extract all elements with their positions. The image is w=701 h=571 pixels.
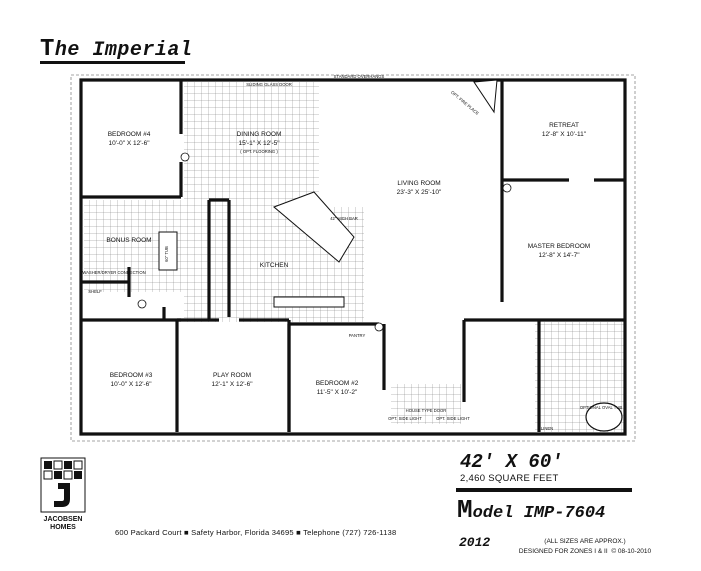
company-address: 600 Packard Court ■ Safety Harbor, Flori… [115, 528, 397, 537]
bedroom2-label: BEDROOM #2 [316, 380, 359, 387]
house-door-label: HOUSE TYPE DOOR [406, 408, 447, 413]
bedroom2-size: 11'-5" X 10'-2" [317, 389, 358, 396]
logo-text: JACOBSEN HOMES [36, 516, 90, 532]
bedroom3-label: BEDROOM #3 [110, 372, 153, 379]
living-size: 23'-3" X 25'-10" [397, 189, 442, 196]
home-dimensions: 42' X 60' [460, 451, 563, 473]
vent-fixture [374, 322, 384, 332]
washer-dryer-label: WASHER/DRYER CONNECTION [82, 270, 145, 275]
fireplace-label: OPT. FIRE PLACE [450, 90, 480, 116]
model-initial: M [457, 495, 473, 525]
play-size: 12'-1" X 12'-6" [211, 381, 253, 388]
floor-plan: STANDARD OVERHANGS SLIDING GLASS DOOR BE… [70, 74, 636, 442]
kitchen-label: KITCHEN [260, 262, 289, 269]
play-label: PLAY ROOM [213, 372, 251, 379]
overhang-outline [70, 74, 636, 442]
shelf-label: SHELF [88, 289, 102, 294]
living-label: LIVING ROOM [397, 180, 440, 187]
kitchen-island [273, 191, 355, 263]
bedroom3-size: 10'-0" X 12'-6" [110, 381, 152, 388]
standard-overhangs-label: STANDARD OVERHANGS [334, 74, 385, 79]
plan-title: The Imperial [40, 36, 192, 63]
linen-label: LINEN [541, 426, 553, 431]
master-label: MASTER BEDROOM [528, 243, 590, 250]
sliding-door-label: SLIDING GLASS DOOR [246, 82, 292, 87]
oval-tub-label: OPTIONAL OVAL TUB [580, 405, 623, 410]
bedroom4-label: BEDROOM #4 [108, 131, 151, 138]
vent-fixture [180, 152, 190, 162]
dining-note: ( OPT. FLOORING ) [240, 149, 278, 154]
retreat-size: 12'-8" X 10'-11" [542, 131, 587, 138]
jacobsen-logo-icon [40, 457, 86, 513]
model-year: 2012 [459, 535, 491, 550]
vent-fixture [502, 183, 512, 193]
zones-text: DESIGNED FOR ZONES I & II [518, 548, 608, 555]
bar-label: 42" HIGH BAR [330, 216, 358, 221]
logo-line1: JACOBSEN [43, 516, 83, 523]
bonus-label: BONUS ROOM [106, 237, 151, 244]
kitchen-counter [273, 296, 345, 308]
dining-size: 15'-1" X 12'-5" [238, 140, 280, 147]
title-underline [40, 61, 185, 64]
copyright-date: © 08-10-2010 [611, 548, 652, 555]
side-light-left: OPT. SIDE LIGHT [388, 416, 422, 421]
title-initial: T [40, 36, 55, 63]
bathtub [158, 231, 178, 271]
vent-fixture [137, 299, 147, 309]
title-rest: he Imperial [54, 39, 193, 62]
pantry-label: PANTRY [349, 333, 366, 338]
sizes-approx: (ALL SIZES ARE APPROX.) [544, 538, 626, 545]
tub-label: 60" TUB [164, 246, 169, 262]
side-light-right: OPT. SIDE LIGHT [436, 416, 470, 421]
retreat-label: RETREAT [549, 122, 579, 129]
model-rest: odel IMP-7604 [472, 504, 606, 523]
bedroom4-size: 10'-0" X 12'-6" [108, 140, 150, 147]
square-feet: 2,460 SQUARE FEET [460, 473, 559, 484]
model-rule [456, 488, 632, 492]
dining-label: DINING ROOM [237, 131, 282, 138]
zones-note: DESIGNED FOR ZONES I & II © 08-10-2010 [515, 547, 655, 557]
fireplace [473, 79, 498, 114]
model-number: Model IMP-7604 [457, 495, 605, 525]
logo-line2: HOMES [50, 524, 76, 531]
master-size: 12'-8" X 14'-7" [538, 252, 580, 259]
walls [79, 78, 627, 436]
sizes-notes: (ALL SIZES ARE APPROX.) DESIGNED FOR ZON… [515, 537, 655, 557]
oval-tub [585, 402, 623, 432]
